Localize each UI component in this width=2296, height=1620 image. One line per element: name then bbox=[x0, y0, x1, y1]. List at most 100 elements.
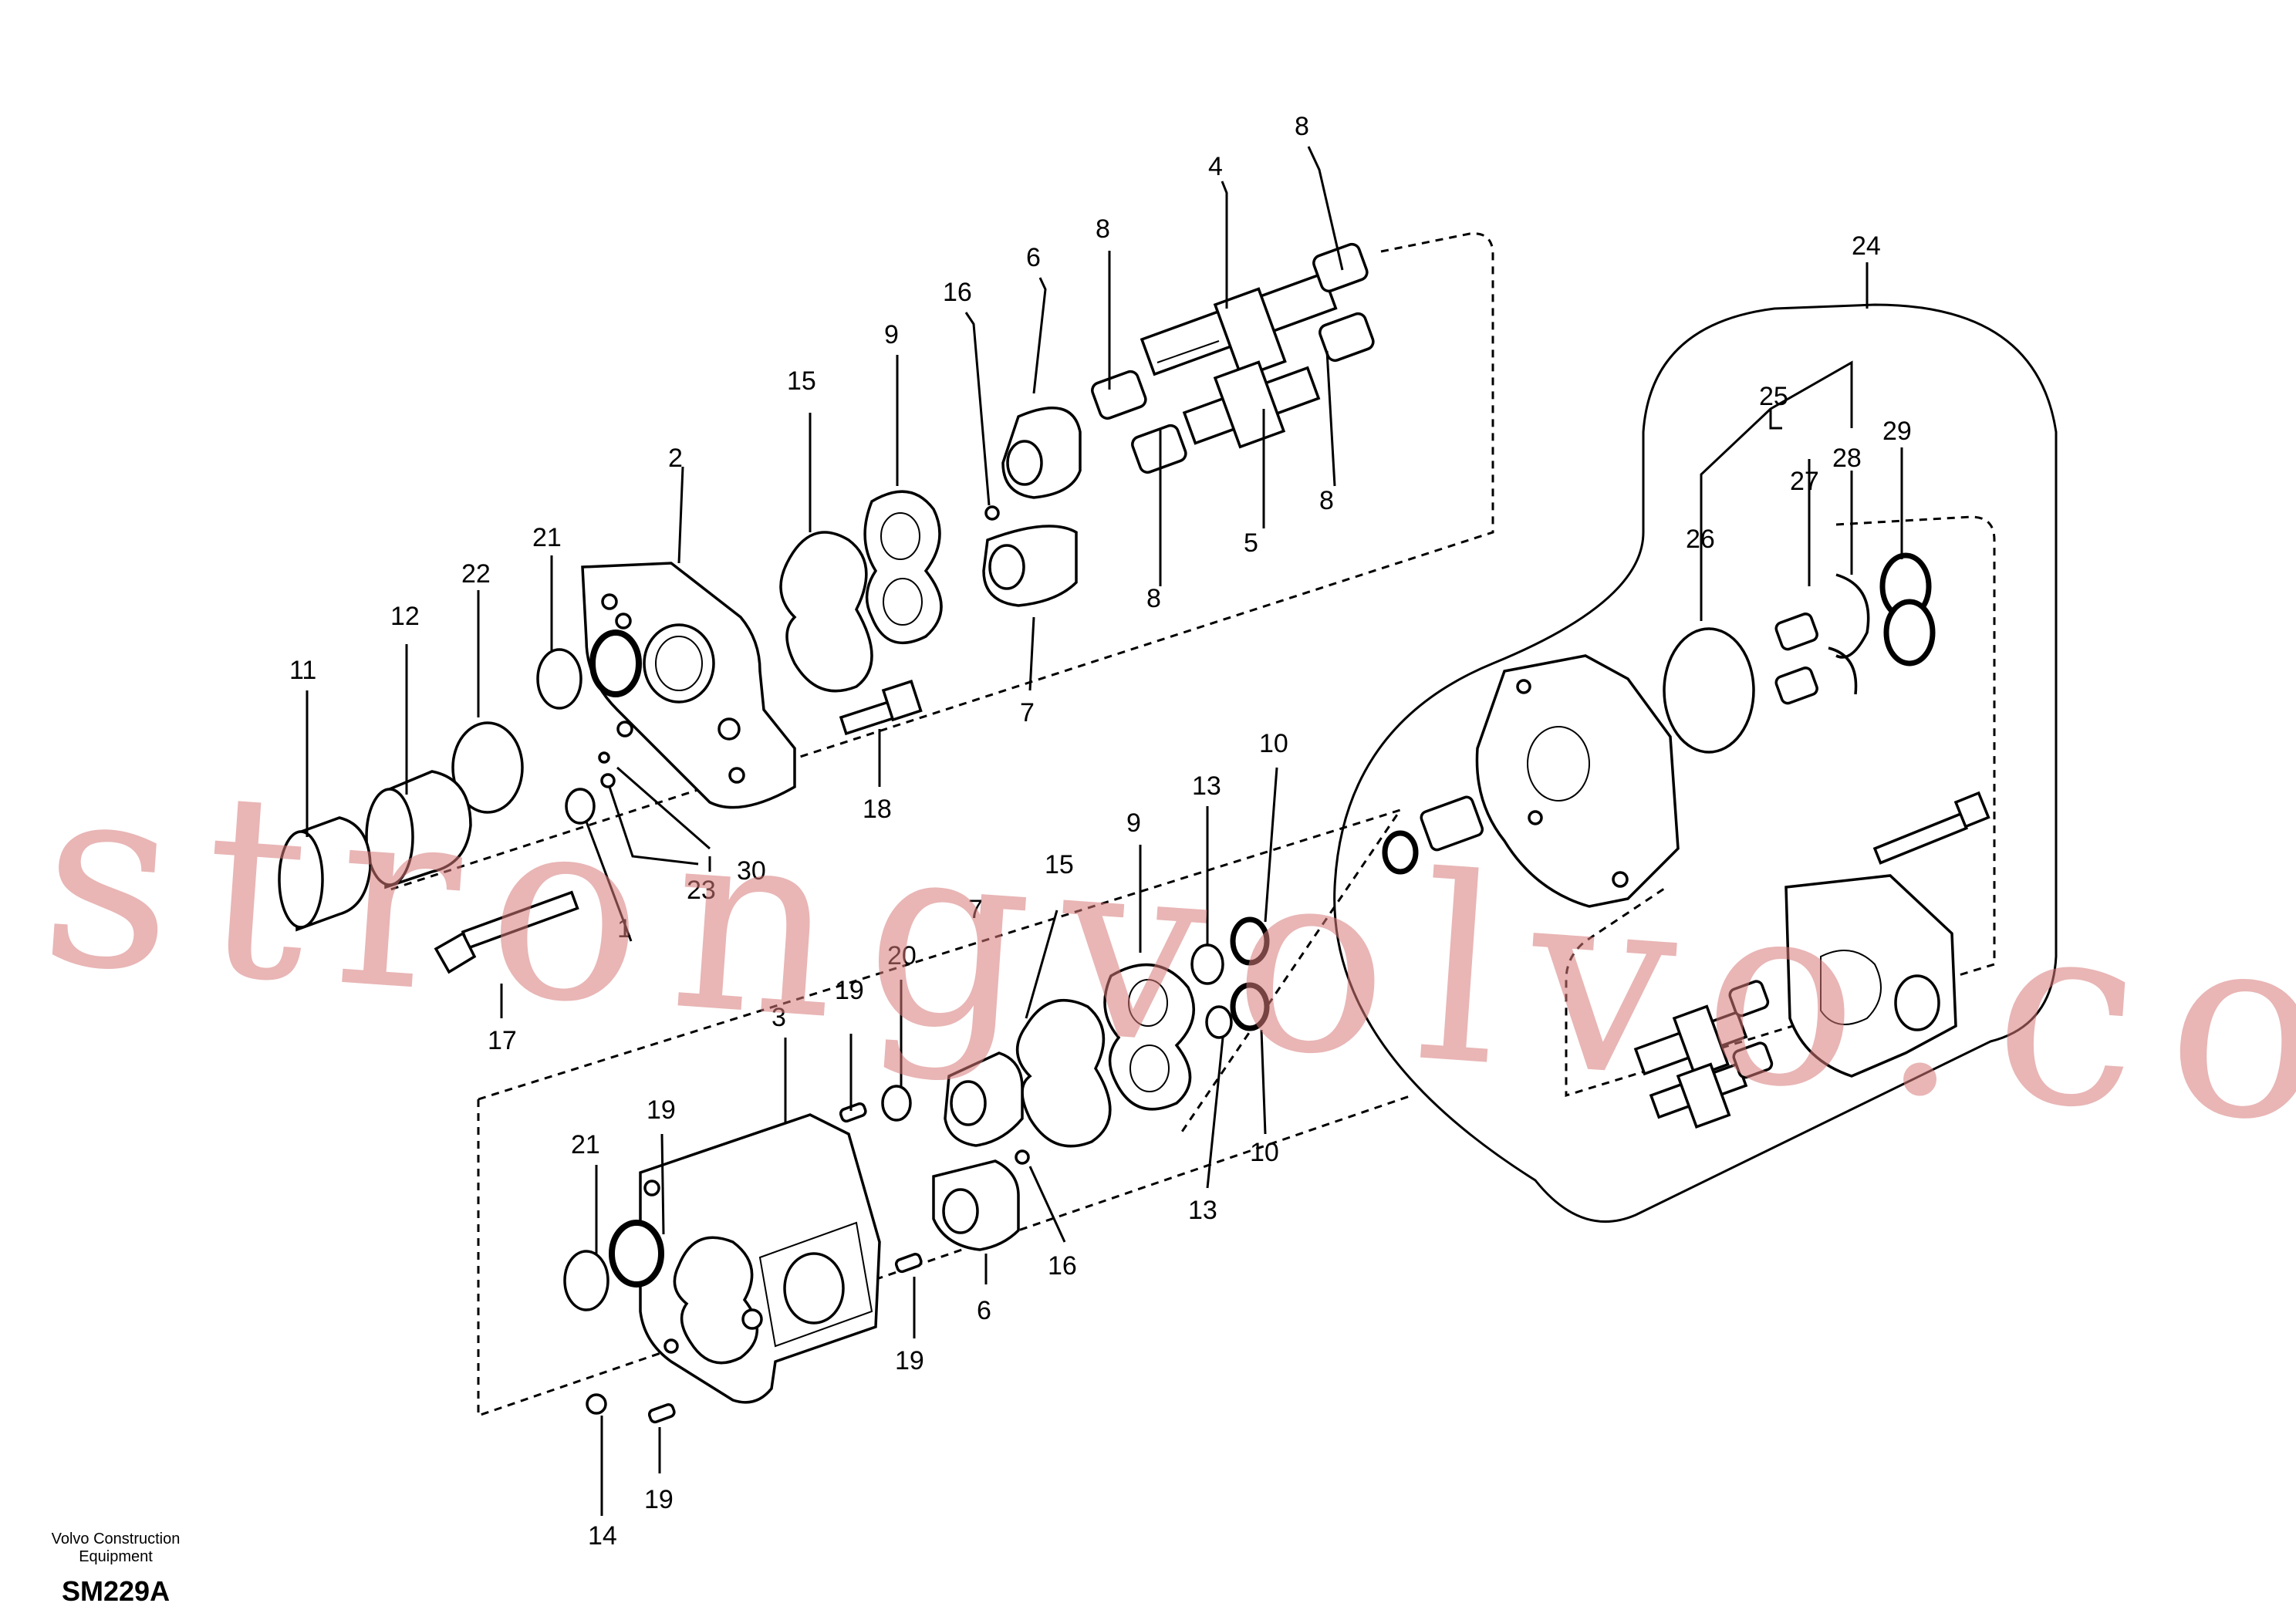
callouts: 8 4 8 6 16 9 15 2 8 5 8 21 22 12 11 7 18… bbox=[289, 112, 1912, 1551]
callout-24: 24 bbox=[1852, 231, 1881, 261]
callout-17: 17 bbox=[488, 1026, 517, 1055]
o-ring-13-lower bbox=[1205, 1005, 1233, 1039]
footer-company-line1: Volvo Construction bbox=[51, 1531, 181, 1547]
callout-21-lower: 21 bbox=[571, 1130, 600, 1159]
callout-7-lower: 7 bbox=[968, 895, 983, 924]
callout-21-upper: 21 bbox=[532, 523, 562, 552]
bushing-11 bbox=[278, 816, 372, 932]
pump-body-sub bbox=[1784, 874, 1957, 1078]
bearing-block-7-upper bbox=[982, 525, 1078, 607]
callout-8-top: 8 bbox=[1295, 112, 1309, 141]
callout-5: 5 bbox=[1244, 528, 1258, 558]
seal-15-lower bbox=[1015, 998, 1112, 1148]
callout-18: 18 bbox=[863, 795, 892, 824]
bolt-18 bbox=[839, 680, 923, 736]
callout-9-upper: 9 bbox=[884, 320, 899, 349]
wear-plate-9-upper bbox=[863, 490, 943, 644]
callout-30: 30 bbox=[737, 856, 766, 886]
pin-19-top bbox=[839, 1102, 867, 1123]
callout-3: 3 bbox=[772, 1003, 786, 1032]
bushing-8-d bbox=[1131, 424, 1187, 474]
bushing-8-b bbox=[1319, 312, 1375, 363]
callout-16-upper: 16 bbox=[943, 278, 972, 307]
callout-16-lower: 16 bbox=[1048, 1251, 1077, 1281]
callout-13-upper: 13 bbox=[1192, 771, 1221, 801]
needle-bearing-sub bbox=[1420, 795, 1484, 852]
pin-16-lower bbox=[1015, 1149, 1030, 1165]
bushing-12 bbox=[365, 770, 472, 889]
o-ring-1 bbox=[565, 788, 596, 825]
gear-set-sub bbox=[1633, 980, 1774, 1129]
seal-ring-21-upper-inner bbox=[589, 629, 642, 697]
seal-10-upper bbox=[1230, 916, 1270, 966]
bearing-block-6-upper bbox=[1001, 407, 1082, 499]
driven-gear-5 bbox=[1182, 360, 1321, 449]
callout-20: 20 bbox=[887, 941, 917, 970]
callout-7-upper: 7 bbox=[1020, 698, 1035, 727]
pin-30 bbox=[598, 751, 610, 764]
callout-12: 12 bbox=[390, 602, 420, 631]
bushing-8-a bbox=[1312, 242, 1369, 293]
callout-8-lower: 8 bbox=[1146, 584, 1161, 613]
o-ring-26 bbox=[1663, 627, 1755, 754]
seal-sub-small bbox=[1382, 830, 1419, 875]
seal-29 bbox=[1879, 552, 1936, 667]
wear-plate-9-lower bbox=[1103, 963, 1195, 1111]
callout-1: 1 bbox=[617, 914, 632, 943]
callout-14: 14 bbox=[588, 1521, 617, 1551]
bushing-27-upper bbox=[1774, 613, 1818, 651]
seal-15-upper bbox=[779, 531, 873, 693]
callout-10-lower: 10 bbox=[1250, 1138, 1279, 1167]
bearing-block-7-lower bbox=[944, 1051, 1024, 1147]
bushing-27-lower bbox=[1774, 667, 1818, 705]
upper-assembly-dashed-outline bbox=[385, 232, 1494, 1418]
callout-6-lower: 6 bbox=[977, 1296, 991, 1325]
callout-29: 29 bbox=[1882, 417, 1912, 446]
callout-4: 4 bbox=[1208, 152, 1223, 181]
callout-15-upper: 15 bbox=[787, 366, 816, 396]
o-ring-20 bbox=[881, 1085, 912, 1122]
callout-13-lower: 13 bbox=[1188, 1196, 1217, 1225]
callout-23: 23 bbox=[687, 876, 716, 905]
drive-gear-4 bbox=[1140, 272, 1338, 380]
callout-22: 22 bbox=[461, 559, 491, 589]
leader-lines bbox=[306, 146, 1903, 1516]
callout-6-upper: 6 bbox=[1026, 243, 1041, 272]
bolt-17 bbox=[434, 890, 579, 974]
callout-25: 25 bbox=[1759, 382, 1788, 411]
o-ring-21-upper bbox=[536, 648, 582, 710]
callout-19-mid: 19 bbox=[647, 1095, 676, 1125]
rear-cover-24 bbox=[1475, 654, 1680, 908]
subassembly-24-outline bbox=[1333, 303, 2058, 1223]
footer-company-line2: Equipment bbox=[79, 1548, 153, 1565]
seal-28 bbox=[1828, 573, 1870, 695]
o-ring-13-upper bbox=[1190, 943, 1224, 985]
callout-2: 2 bbox=[668, 444, 683, 473]
seal-ring-21-lower-inner bbox=[609, 1220, 664, 1288]
callout-10-upper: 10 bbox=[1259, 729, 1288, 758]
callout-9-lower: 9 bbox=[1126, 808, 1141, 838]
bearing-block-6-lower bbox=[932, 1159, 1020, 1251]
drawing-code: SM229A bbox=[62, 1575, 171, 1607]
callout-15-lower: 15 bbox=[1045, 850, 1074, 879]
callout-19-top: 19 bbox=[835, 976, 864, 1005]
callout-11: 11 bbox=[289, 656, 316, 685]
seal-10-lower bbox=[1230, 982, 1270, 1031]
o-ring-21-lower bbox=[563, 1250, 609, 1311]
pump-body-3 bbox=[639, 1113, 881, 1404]
callout-27: 27 bbox=[1790, 467, 1819, 496]
bushing-8-c bbox=[1091, 370, 1147, 420]
bolt-sub bbox=[1872, 791, 1990, 865]
callout-19-right: 19 bbox=[895, 1346, 924, 1375]
o-ring-22 bbox=[451, 721, 524, 814]
o-ring-14 bbox=[586, 1393, 607, 1415]
callout-28: 28 bbox=[1832, 444, 1862, 473]
callout-26: 26 bbox=[1686, 525, 1715, 554]
callout-19-bottom: 19 bbox=[644, 1485, 674, 1514]
pin-16-upper bbox=[984, 505, 1000, 521]
callout-8-upper-left: 8 bbox=[1096, 214, 1110, 244]
pin-19-bottom bbox=[647, 1402, 676, 1424]
pin-19-mid bbox=[894, 1252, 923, 1274]
callout-8-right: 8 bbox=[1319, 486, 1334, 515]
